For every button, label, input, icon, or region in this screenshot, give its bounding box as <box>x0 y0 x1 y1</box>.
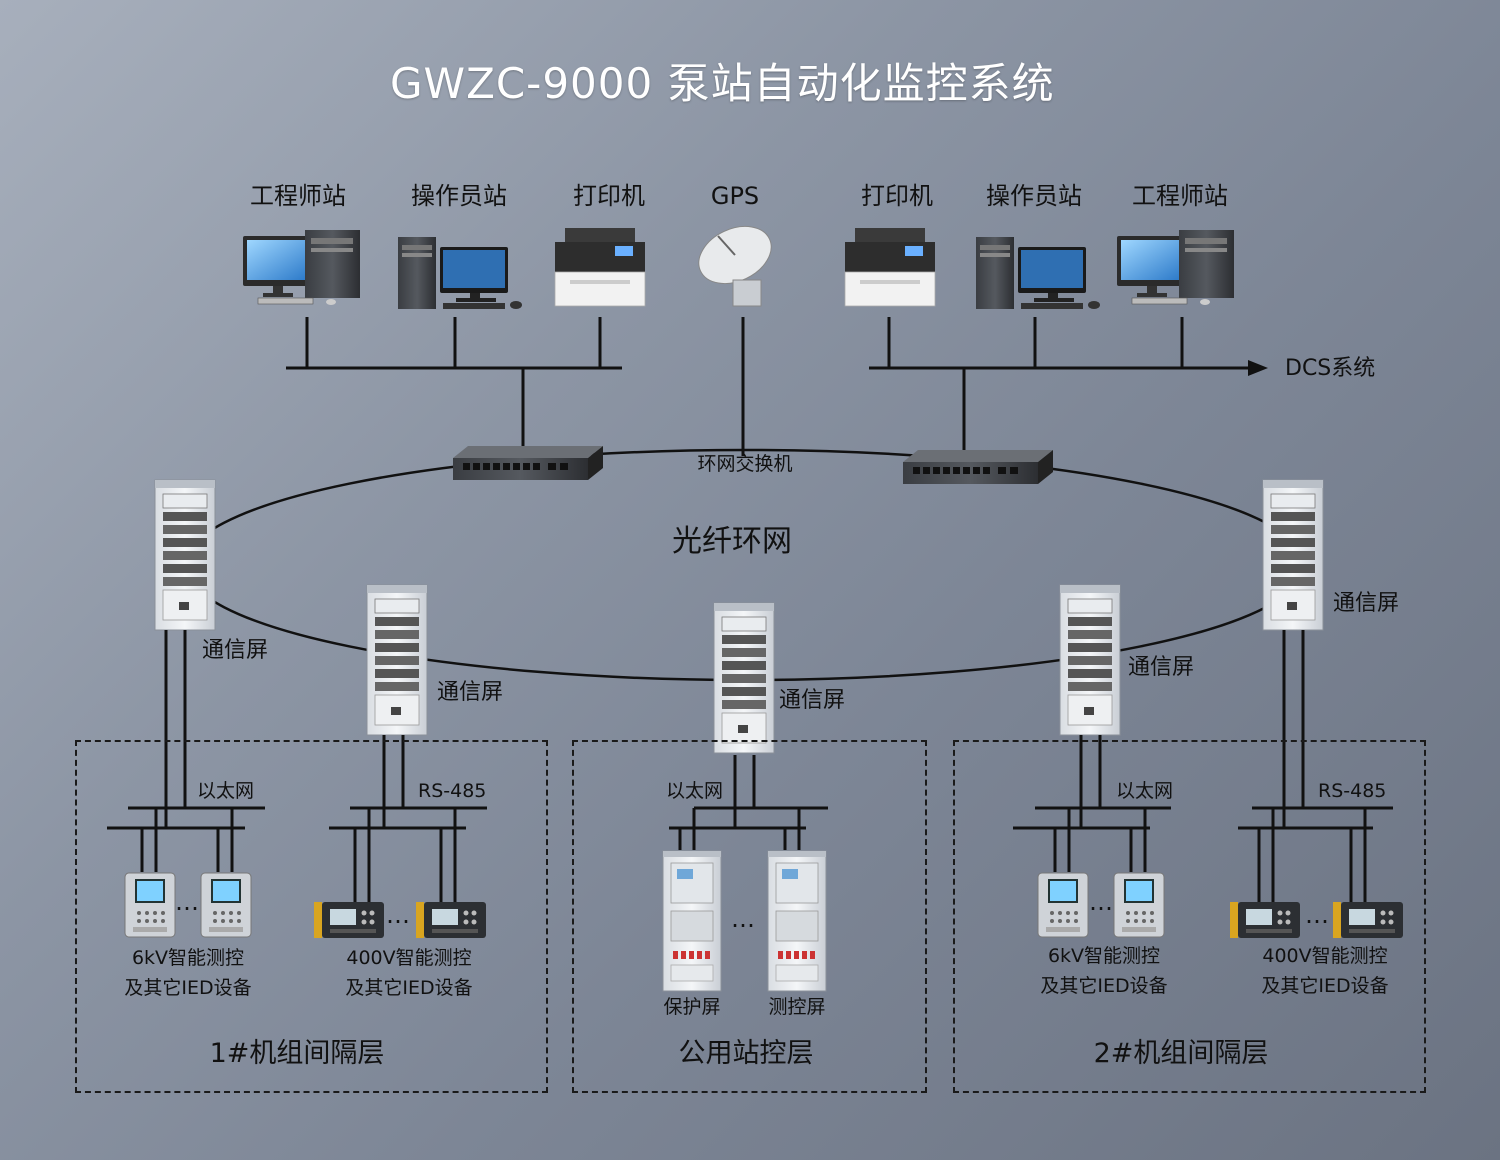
page-title: GWZC-9000 泵站自动化监控系统 <box>390 59 1055 108</box>
label-engineer-right: 工程师站 <box>1132 182 1228 210</box>
label-engineer-left: 工程师站 <box>250 182 346 210</box>
label-ethernet-z1: 以太网 <box>197 780 255 802</box>
label-operator-left: 操作员站 <box>411 182 507 210</box>
ellipsis-z2-6kv: … <box>1089 888 1113 916</box>
label-6kv-z2-line2: 及其它IED设备 <box>1040 975 1168 997</box>
label-protect: 保护屏 <box>663 996 721 1018</box>
field-bus-lines <box>107 630 1393 902</box>
label-comm-4: 通信屏 <box>1128 655 1195 680</box>
label-comm-1: 通信屏 <box>202 638 269 663</box>
ring-switch-left <box>453 446 603 480</box>
label-zone-unit1: 1#机组间隔层 <box>209 1038 385 1069</box>
comm-cabinet-3 <box>713 602 775 754</box>
label-rs485-z2: RS-485 <box>1318 780 1387 802</box>
comm-cabinet-4 <box>1059 584 1121 736</box>
zone-public <box>572 740 927 1093</box>
label-comm-5: 通信屏 <box>1333 591 1400 616</box>
label-ethernet-z2: 以太网 <box>1116 780 1174 802</box>
label-dcs: DCS系统 <box>1285 356 1376 381</box>
label-rs485-z1: RS-485 <box>418 780 487 802</box>
label-fiber-ring: 光纤环网 <box>672 524 792 559</box>
label-6kv-z1-line1: 6kV智能测控 <box>131 947 245 969</box>
label-comm-2: 通信屏 <box>437 680 504 705</box>
ellipsis-z1-6kv: … <box>175 888 199 916</box>
printer-right <box>844 227 936 307</box>
label-printer-right: 打印机 <box>861 182 933 210</box>
label-zone-unit2: 2#机组间隔层 <box>1093 1038 1269 1069</box>
label-comm-3: 通信屏 <box>779 688 846 713</box>
label-zone-public: 公用站控层 <box>678 1038 814 1069</box>
label-measure: 测控屏 <box>768 996 826 1018</box>
ellipsis-z1-400v: … <box>386 901 410 929</box>
dcs-arrow <box>1248 360 1268 376</box>
comm-cabinet-5 <box>1262 479 1324 631</box>
zone-unit1 <box>75 740 548 1093</box>
ring-switch-right <box>903 450 1053 484</box>
label-6kv-z1-line2: 及其它IED设备 <box>124 977 252 999</box>
operator-station-left <box>398 237 522 309</box>
top-bus-lines <box>286 317 1250 456</box>
comm-cabinet-1 <box>154 479 216 631</box>
engineer-station-right <box>1116 229 1235 306</box>
comm-cabinet-2 <box>366 584 428 736</box>
zone-unit2 <box>953 740 1426 1093</box>
label-ethernet-public: 以太网 <box>666 780 724 802</box>
label-gps: GPS <box>710 182 760 210</box>
gps-antenna <box>698 225 772 307</box>
label-operator-right: 操作员站 <box>986 182 1082 210</box>
label-ring-switch: 环网交换机 <box>697 453 793 475</box>
engineer-station-left <box>242 229 361 306</box>
ellipsis-z2-400v: … <box>1305 901 1329 929</box>
label-400v-z1-line2: 及其它IED设备 <box>345 977 473 999</box>
printer-left <box>554 227 646 307</box>
label-400v-z2-line2: 及其它IED设备 <box>1261 975 1389 997</box>
label-printer-left: 打印机 <box>573 182 645 210</box>
label-6kv-z2-line1: 6kV智能测控 <box>1047 945 1161 967</box>
operator-station-right <box>976 237 1100 309</box>
label-400v-z1-line1: 400V智能测控 <box>346 947 472 969</box>
label-400v-z2-line1: 400V智能测控 <box>1262 945 1388 967</box>
ellipsis-public: … <box>731 905 755 933</box>
